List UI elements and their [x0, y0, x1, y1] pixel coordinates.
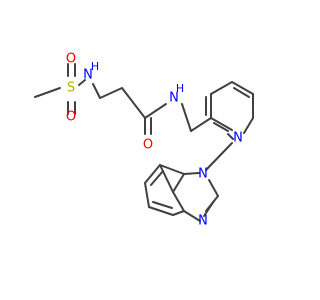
bond-benz-4 — [148, 206, 174, 216]
atom-label-layer: S O O N H N H O N N N — [66, 52, 243, 229]
bond-c-n-amide — [144, 103, 167, 119]
bond-pyr-6 — [227, 133, 234, 140]
bond-pyr-2 — [210, 81, 233, 95]
bond-ch2-ch2 — [99, 87, 123, 99]
atom-nitrogen-amide: N — [169, 91, 179, 106]
bond-ch2-carbonyl — [121, 87, 146, 119]
atom-hydrogen-amide: H — [176, 82, 184, 95]
bond-ch2-pyridine — [190, 117, 212, 132]
bond-benz-5 — [172, 210, 185, 216]
bond-benz-6 — [159, 164, 174, 193]
atom-oxygen-sulfonyl-bottom: O — [66, 110, 76, 125]
bond-bim-6 — [208, 179, 219, 197]
atom-nitrogen-sulfonamide: N — [83, 68, 93, 83]
bond-bim-2 — [172, 173, 185, 193]
bond-n-ch2 — [92, 83, 101, 99]
bond-pyr-3-inner — [233, 87, 250, 98]
bond-pyr-7-inner — [213, 122, 229, 132]
atom-nitrogen-benzimidazole-1: N — [198, 167, 208, 182]
atom-hydrogen-sulfonamide: H — [91, 60, 99, 73]
bond-benz-1 — [159, 164, 185, 175]
bond-bim-6-inner — [203, 200, 215, 217]
bond-layer — [34, 63, 254, 222]
bond-benz-2-inner — [150, 170, 164, 186]
molecule-structure-diagram: S O O N H N H O N N N — [34, 51, 254, 229]
bond-pyr-5 — [243, 117, 254, 134]
bond-bim-1 — [183, 172, 200, 175]
atom-nitrogen-pyridine: N — [233, 131, 243, 146]
bond-pyr-benzimidazole — [205, 142, 233, 171]
bond-s-n — [78, 79, 86, 86]
atom-oxygen-amide: O — [143, 138, 153, 153]
bond-methyl-s — [34, 87, 61, 98]
atom-nitrogen-benzimidazole-3: N — [198, 214, 208, 229]
bond-bim-4 — [183, 210, 201, 222]
bond-bim-3 — [172, 191, 185, 212]
bond-benz-3 — [144, 182, 150, 208]
atom-sulfur: S — [67, 81, 75, 96]
bond-pyr-7 — [210, 117, 233, 131]
bond-benz-4-inner — [152, 201, 173, 209]
bond-n-ch2-benzyl — [181, 103, 192, 132]
bond-pyr-3 — [231, 81, 254, 95]
bond-benz-2 — [144, 164, 161, 184]
atom-oxygen-sulfonyl-top: O — [66, 52, 76, 67]
molecule-svg: S O O N H N H O N N N — [34, 52, 254, 229]
